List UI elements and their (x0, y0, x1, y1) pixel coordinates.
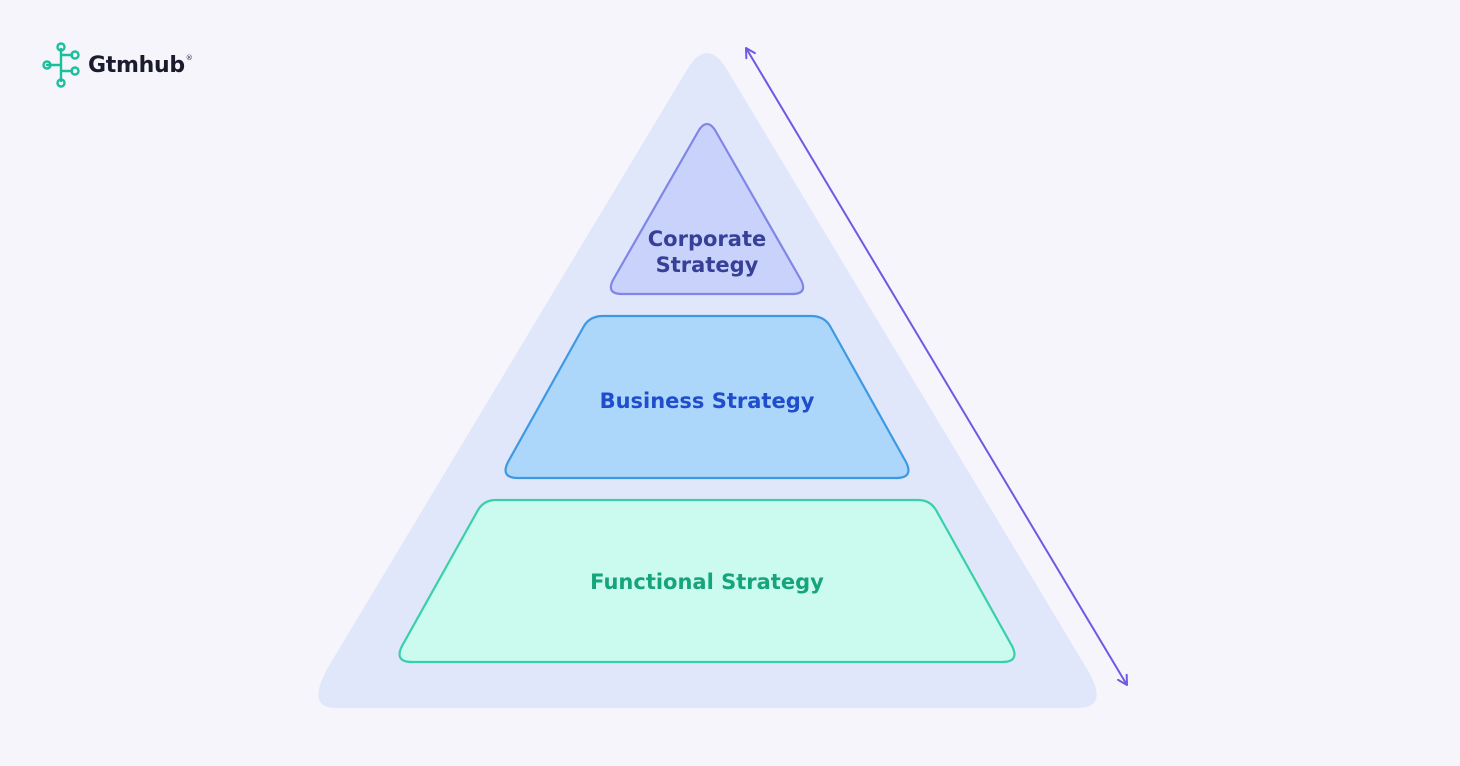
network-nodes-icon (42, 42, 80, 88)
tier-functional-label: Functional Strategy (590, 570, 824, 594)
tier-corporate-label-line1: Corporate (648, 227, 766, 251)
gtmhub-logo[interactable]: Gtmhub ® (42, 42, 193, 88)
brand-name: Gtmhub (88, 52, 185, 78)
double-headed-arrow-icon (745, 47, 1128, 686)
registered-mark: ® (185, 54, 193, 62)
tier-business-label: Business Strategy (600, 389, 815, 413)
tier-corporate-label-line2: Strategy (656, 253, 759, 277)
